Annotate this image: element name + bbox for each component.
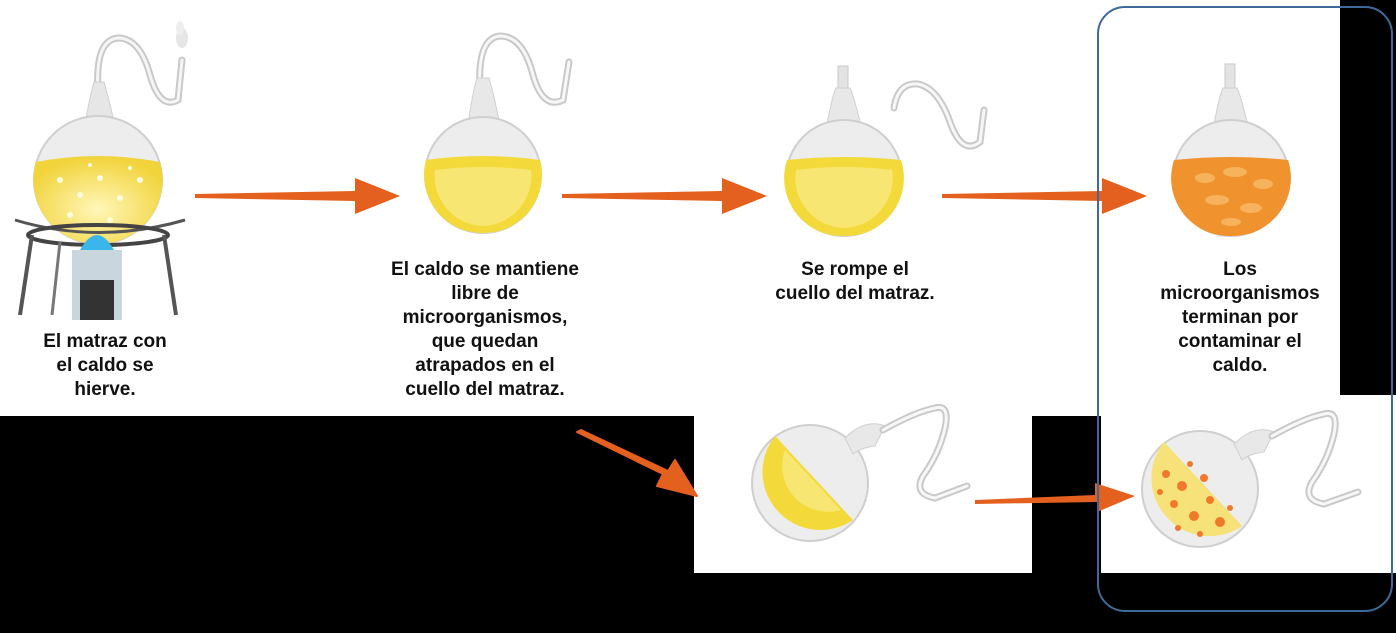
boiling-flask-icon [14,21,188,320]
tilted-flask-icon [751,403,971,542]
caption-sterile: El caldo se mantiene libre de microorgan… [391,259,579,400]
caption-broken: Se rompe el cuello del matraz. [775,259,935,304]
broken-neck-flask-icon [784,65,988,237]
steam-icon [176,21,188,48]
caption-boil: El matraz con el caldo se hierve. [43,331,167,400]
diagonal-arrow-icon [576,429,698,497]
burner-icon [72,235,122,320]
contaminated-flask-icon [1171,63,1291,237]
arrow-icon [562,178,767,214]
sterile-flask-icon [424,32,573,234]
highlight-frame [1097,6,1393,612]
arrow-icon [975,483,1135,512]
caption-contaminated: Los microorganismos terminan por contami… [1160,259,1320,376]
arrow-icon [195,178,400,214]
tilted-contaminated-flask-icon [1141,409,1362,548]
arrow-icon [942,178,1147,214]
